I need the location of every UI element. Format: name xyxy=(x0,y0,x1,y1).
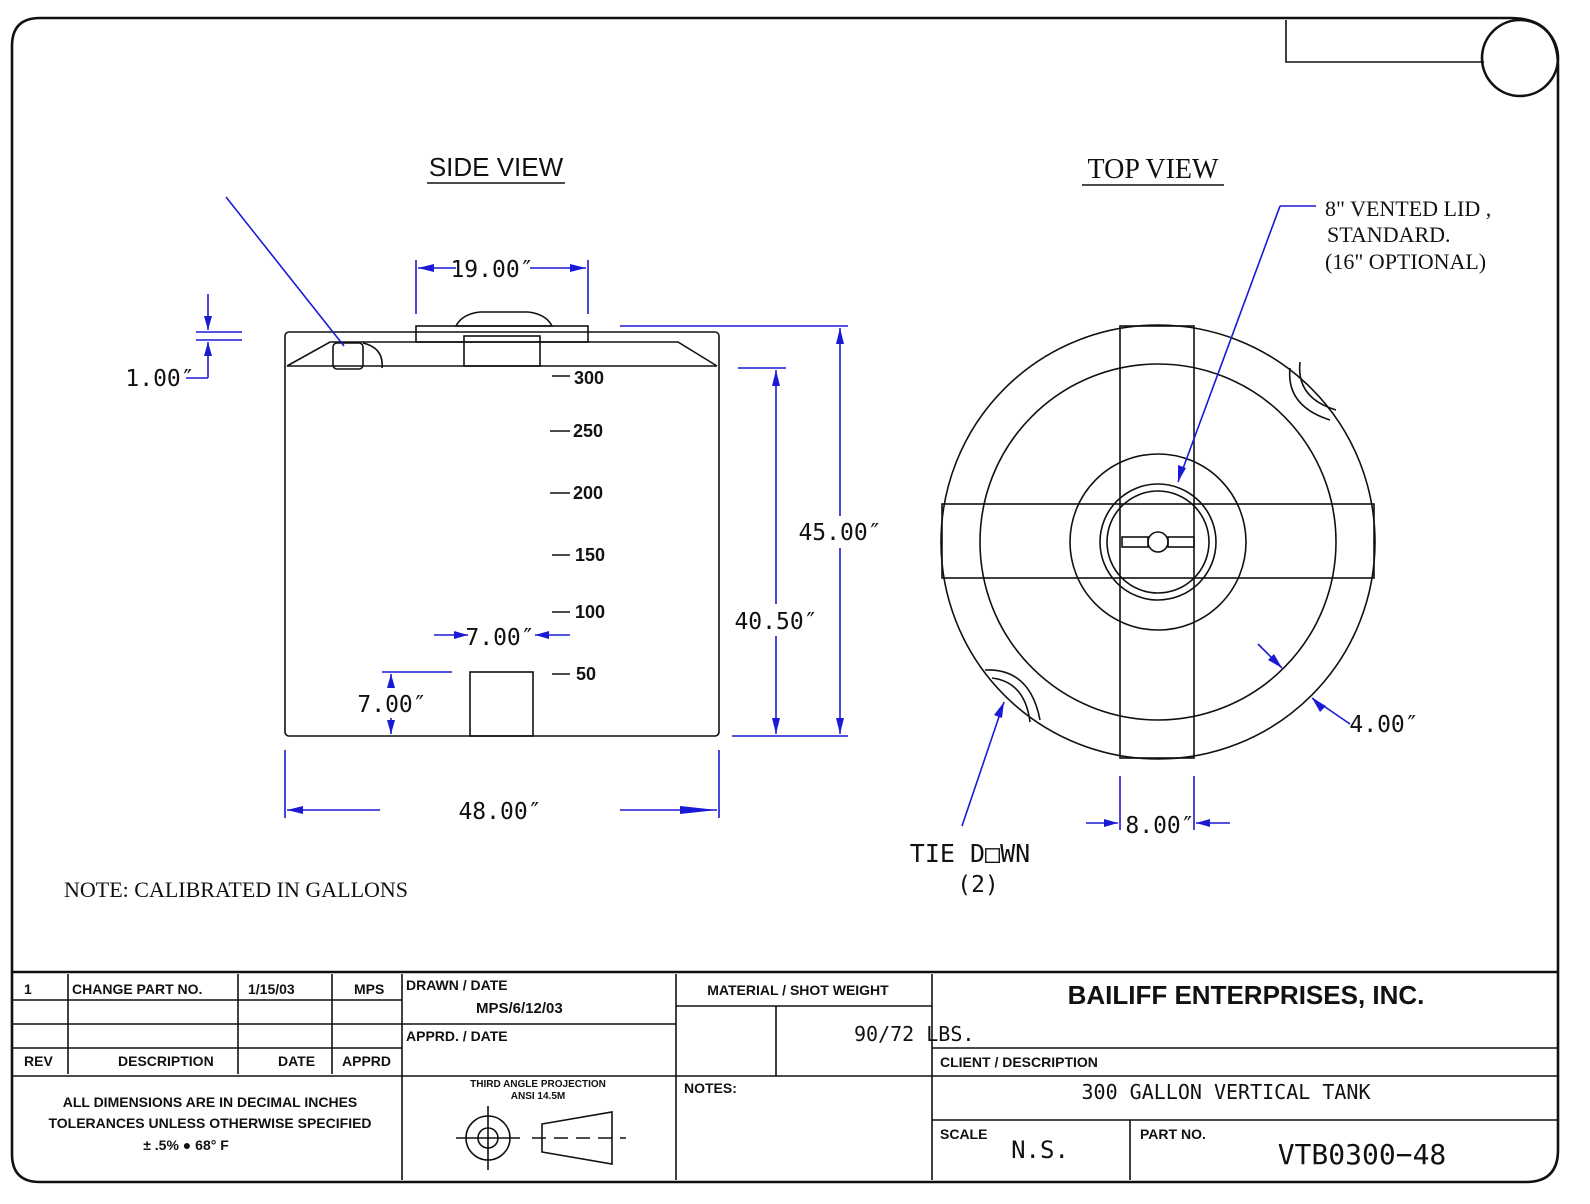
bottom-fitting xyxy=(469,671,534,737)
dim-diameter: 48.00″ xyxy=(458,799,541,825)
lid-handle-right xyxy=(1167,536,1195,548)
gallon-mark-label: 250 xyxy=(573,421,603,441)
dim-lid-width: 19.00″ xyxy=(450,257,533,283)
notes-label: NOTES: xyxy=(684,1080,737,1096)
material-label: MATERIAL / SHOT WEIGHT xyxy=(707,982,889,998)
gallon-mark-label: 200 xyxy=(573,483,603,503)
apprd-label: APPRD. / DATE xyxy=(406,1028,508,1044)
rev-apprd: MPS xyxy=(354,981,384,997)
lid-boss xyxy=(1069,453,1247,631)
tank-top xyxy=(940,324,1376,760)
tie-down-lug xyxy=(332,342,364,370)
calibration-note: NOTE: CALIBRATED IN GALLONS xyxy=(64,877,408,902)
lid-neck xyxy=(463,335,541,367)
tank-outer-circle xyxy=(940,324,1376,760)
part-number: VTB0300−48 xyxy=(1278,1138,1447,1171)
client-label: CLIENT / DESCRIPTION xyxy=(940,1054,1098,1070)
lid-note-line-1: 8" VENTED LID , xyxy=(1325,196,1491,221)
dim-fitting-height: 7.00″ xyxy=(357,692,426,718)
dim-wall: 1.00″ xyxy=(125,366,194,392)
lid-outer xyxy=(1099,483,1217,601)
dim-fitting-width: 7.00″ xyxy=(465,625,534,651)
gallon-scale: 300 250 200 150 100 50 xyxy=(550,368,605,684)
dimensions-note-2: TOLERANCES UNLESS OTHERWISE SPECIFIED xyxy=(48,1115,371,1131)
lid-collar xyxy=(415,325,589,343)
tank-description: 300 GALLON VERTICAL TANK xyxy=(1082,1080,1371,1104)
tank-inner-ring xyxy=(979,363,1337,721)
lid-inner xyxy=(1106,490,1210,594)
top-dimensions: 4.00″ 8.00″ TIE D□WN (2) xyxy=(910,205,1419,898)
lid-cap xyxy=(454,311,554,327)
header-rev: REV xyxy=(24,1053,53,1069)
header-apprd: APPRD xyxy=(342,1053,391,1069)
projection-label: THIRD ANGLE PROJECTION xyxy=(470,1079,606,1090)
projection-standard: ANSI 14.5M xyxy=(511,1091,565,1102)
side-dimensions: 19.00″ 1.00″ 45.00″ 40.50″ 7.00″ xyxy=(125,196,882,825)
top-view-title: TOP VIEW xyxy=(1088,154,1219,185)
dimensions-note-3: ± .5% ● 68° F xyxy=(143,1137,229,1153)
gallon-mark-label: 150 xyxy=(575,545,605,565)
part-label: PART NO. xyxy=(1140,1126,1206,1142)
header-description: DESCRIPTION xyxy=(118,1053,214,1069)
projection-symbol xyxy=(456,1106,626,1170)
rev-date: 1/15/03 xyxy=(248,981,295,997)
gallon-mark-label: 50 xyxy=(576,664,596,684)
drawn-label: DRAWN / DATE xyxy=(406,977,508,993)
rib-vertical xyxy=(1119,325,1195,759)
weight-value: 90/72 LBS. xyxy=(854,1022,974,1046)
dim-rib: 8.00″ xyxy=(1125,813,1194,839)
gallon-mark-label: 100 xyxy=(575,602,605,622)
dim-height-total: 45.00″ xyxy=(798,520,881,546)
lid-note-line-2: STANDARD. xyxy=(1327,222,1451,247)
dim-rim: 4.00″ xyxy=(1349,712,1418,738)
scale-value: N.S. xyxy=(1011,1136,1069,1164)
rev-number: 1 xyxy=(24,981,32,997)
header-date: DATE xyxy=(278,1053,315,1069)
tie-down-count: (2) xyxy=(957,872,999,898)
title-block: 1 CHANGE PART NO. 1/15/03 MPS REV DESCRI… xyxy=(12,970,1558,1180)
dimensions-note-1: ALL DIMENSIONS ARE IN DECIMAL INCHES xyxy=(63,1094,358,1110)
side-view-title: SIDE VIEW xyxy=(429,152,564,182)
lid-hub xyxy=(1147,531,1169,553)
tie-down-pocket-bottom xyxy=(984,669,1041,723)
lid-handle-left xyxy=(1121,536,1149,548)
tank-body xyxy=(284,331,720,737)
corner-circle xyxy=(1480,18,1560,98)
drawn-value: MPS/6/12/03 xyxy=(476,1000,563,1017)
tie-down-label: TIE D□WN xyxy=(910,839,1030,868)
rev-description: CHANGE PART NO. xyxy=(72,981,202,997)
tank-side xyxy=(284,311,720,737)
gallon-mark-label: 300 xyxy=(574,368,604,388)
rib-horizontal xyxy=(941,503,1375,579)
company-name: BAILIFF ENTERPRISES, INC. xyxy=(1068,980,1425,1010)
dim-height-body: 40.50″ xyxy=(734,609,817,635)
lid-note-line-3: (16" OPTIONAL) xyxy=(1325,249,1486,274)
tank-dome xyxy=(286,341,718,367)
tie-down-pocket-top xyxy=(1288,361,1337,421)
scale-label: SCALE xyxy=(940,1126,987,1142)
corner-tab xyxy=(1285,20,1484,63)
tie-down-lug-arc xyxy=(362,342,383,369)
